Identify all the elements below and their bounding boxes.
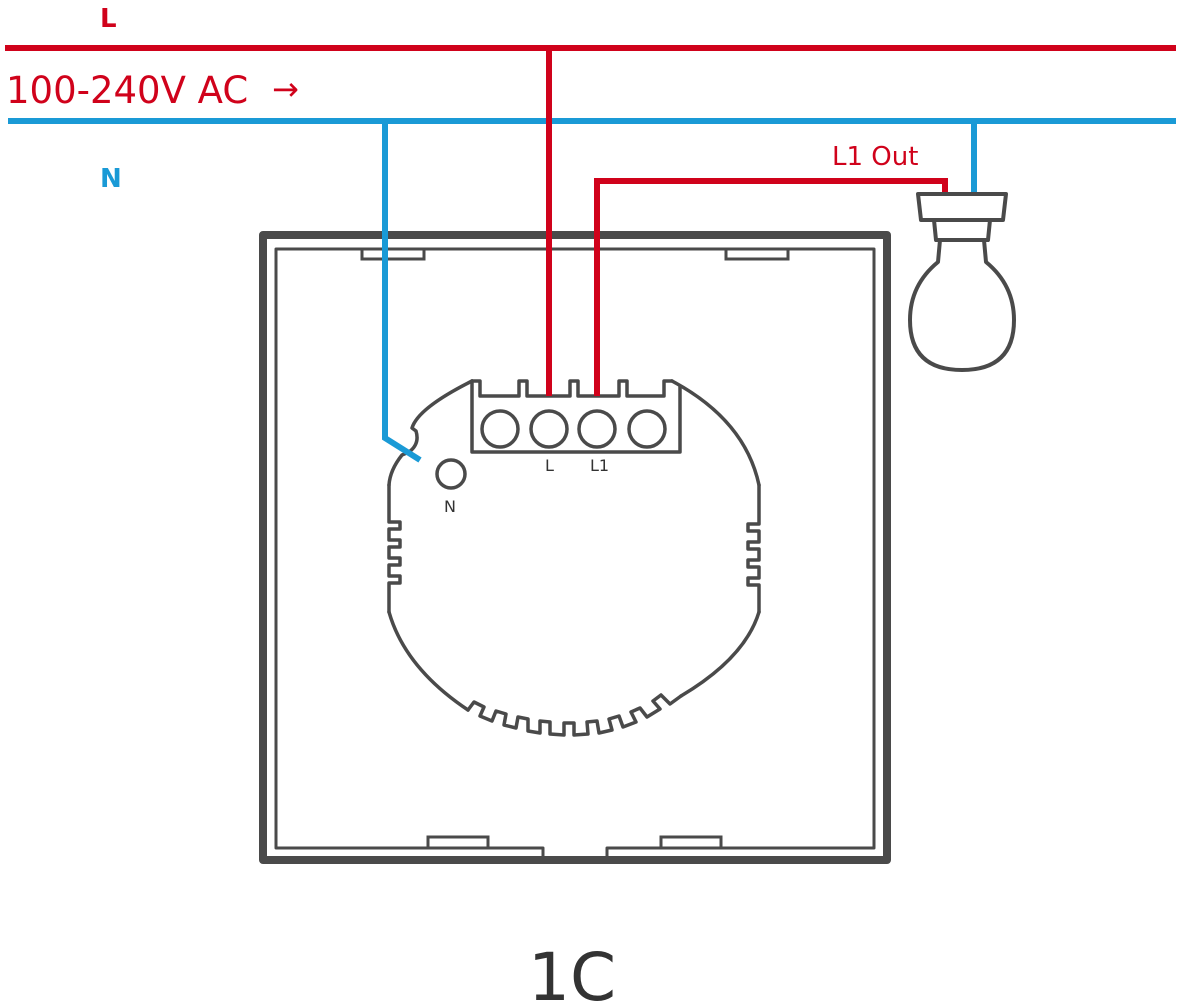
terminal-label-l: L	[545, 456, 554, 475]
voltage-arrow-icon: →	[272, 70, 299, 108]
switch-panel-outer	[259, 231, 891, 864]
terminal-label-l1: L1	[590, 456, 609, 475]
terminal-screw-2	[529, 409, 569, 449]
output-wire-to-lamp	[594, 178, 948, 396]
mount-clip-top-right	[724, 247, 790, 261]
terminal-screw-1	[480, 409, 520, 449]
light-bulb-icon	[908, 192, 1016, 372]
switch-module	[387, 379, 761, 737]
neutral-line-label: N	[100, 164, 122, 194]
mount-clip-top-left	[360, 247, 426, 261]
neutral-wire-to-module	[382, 121, 422, 463]
model-label: 1C	[528, 939, 616, 1008]
live-line-label: L	[100, 4, 117, 34]
mount-clip-bottom-left	[426, 835, 490, 850]
output-label: L1 Out	[832, 142, 918, 172]
terminal-screw-4	[627, 409, 667, 449]
terminal-label-n: N	[444, 497, 456, 516]
mount-clip-bottom-right	[659, 835, 723, 850]
voltage-label: 100-240V AC	[6, 69, 248, 112]
neutral-terminal	[435, 458, 467, 490]
switch-panel-inner	[274, 247, 876, 858]
terminal-screw-3	[577, 409, 617, 449]
